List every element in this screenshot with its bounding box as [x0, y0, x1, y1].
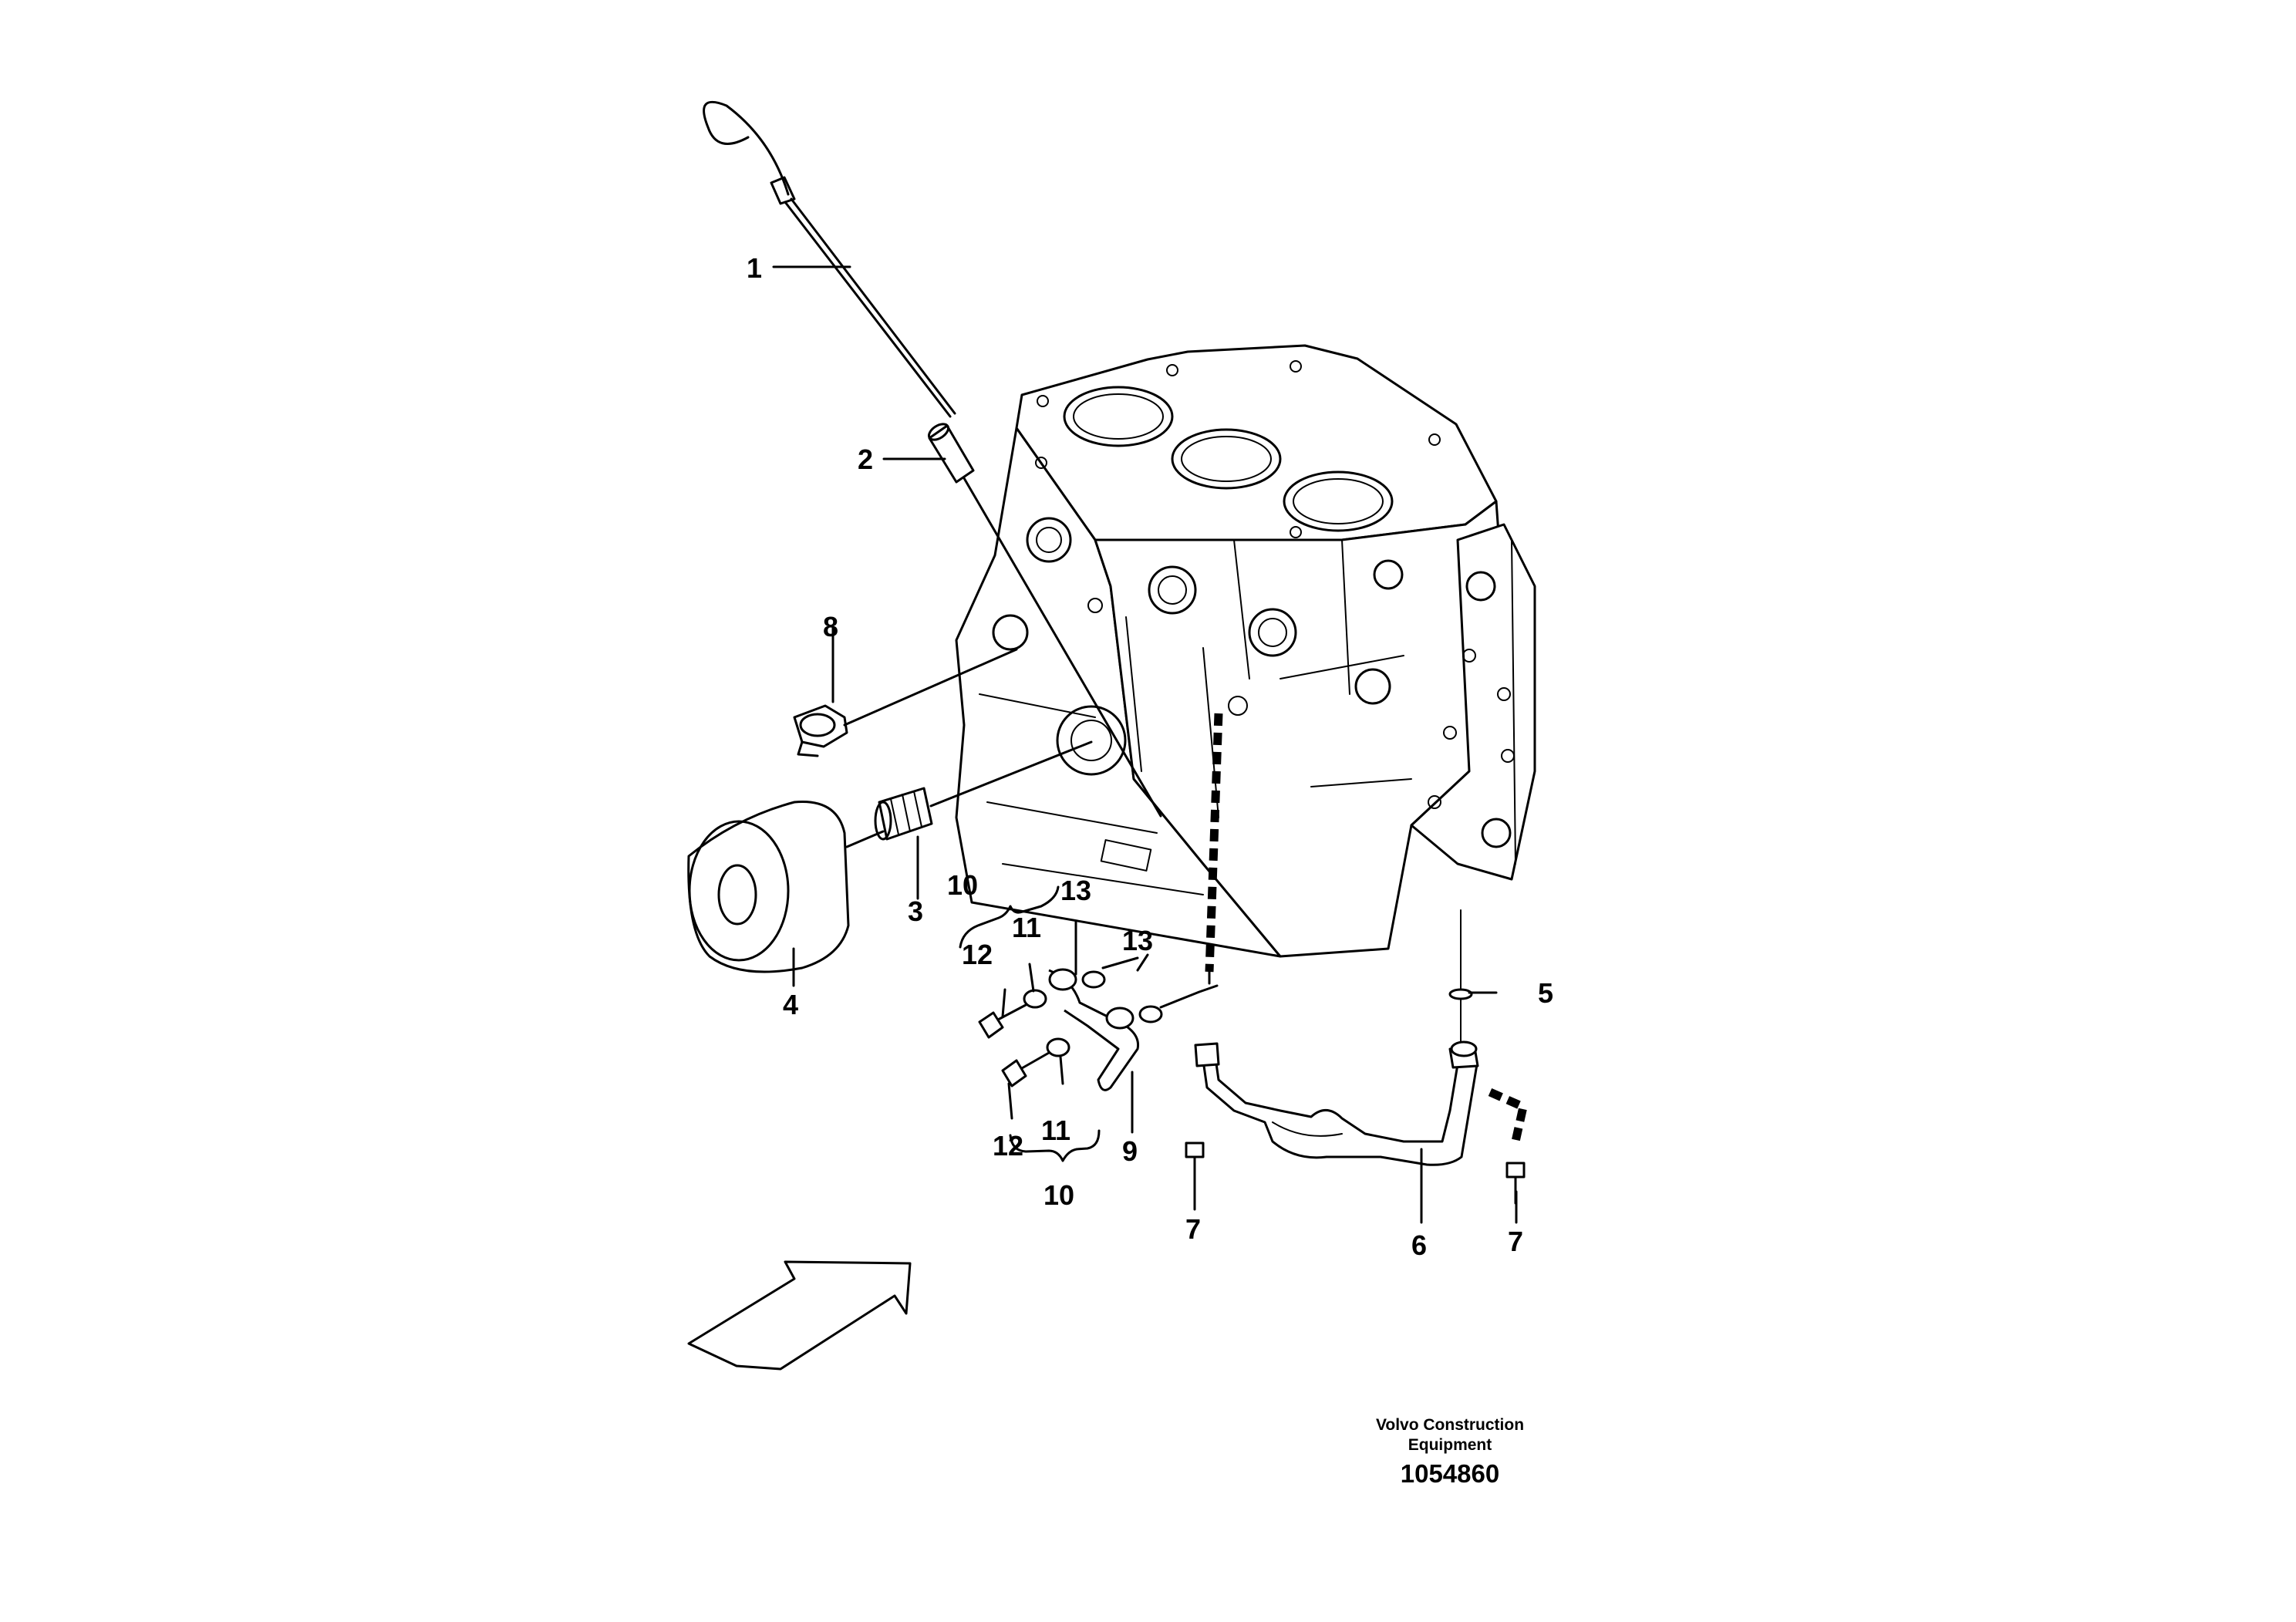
- group-braces: [959, 885, 1101, 1162]
- dipstick: [703, 101, 956, 418]
- callout-4: 4: [783, 989, 798, 1020]
- oil-pipe-assembly: [1048, 956, 1219, 1091]
- callout-11b: 11: [1041, 1114, 1070, 1146]
- callout-1: 1: [747, 252, 762, 284]
- callout-13b: 13: [1122, 925, 1153, 956]
- caption-line1: Volvo Construction: [1376, 1416, 1524, 1434]
- oil-strainer-pipe: [1194, 1040, 1479, 1166]
- copper-washers: [1023, 989, 1070, 1057]
- o-ring: [1448, 909, 1473, 1042]
- view-direction-arrow: [687, 1260, 912, 1371]
- dipstick-guide-tube: [927, 423, 1162, 818]
- callout-9: 9: [1122, 1135, 1138, 1167]
- oil-pressure-switch: [793, 648, 1018, 757]
- callout-10b: 10: [1043, 1179, 1074, 1211]
- banjo-bolts: [978, 1003, 1050, 1088]
- callout-2: 2: [858, 443, 873, 475]
- manufacturer-caption: Volvo Construction Equipment 1054860: [1376, 1416, 1524, 1488]
- callout-11a: 11: [1012, 912, 1041, 943]
- callout-13a: 13: [1060, 875, 1091, 906]
- caption-line2: Equipment: [1408, 1436, 1492, 1454]
- callout-3: 3: [908, 895, 923, 927]
- threaded-nipple: [874, 740, 1093, 841]
- oil-filter: [687, 801, 885, 973]
- diagram-number: 1054860: [1401, 1459, 1499, 1488]
- callout-7a: 7: [1185, 1213, 1201, 1245]
- engine-block: [955, 344, 1536, 958]
- callout-10a: 10: [947, 869, 978, 901]
- callout-8: 8: [823, 611, 838, 642]
- callout-12a: 12: [962, 939, 993, 970]
- callout-labels: 1 2 3 4 5 6 7 7 8 9 10 10 11 11 12 12 13…: [747, 252, 1553, 1261]
- callout-6: 6: [1411, 1229, 1427, 1261]
- callout-7b: 7: [1508, 1226, 1523, 1257]
- callout-5: 5: [1538, 977, 1553, 1009]
- leader-lines: [772, 265, 1518, 1224]
- callout-12b: 12: [993, 1130, 1023, 1162]
